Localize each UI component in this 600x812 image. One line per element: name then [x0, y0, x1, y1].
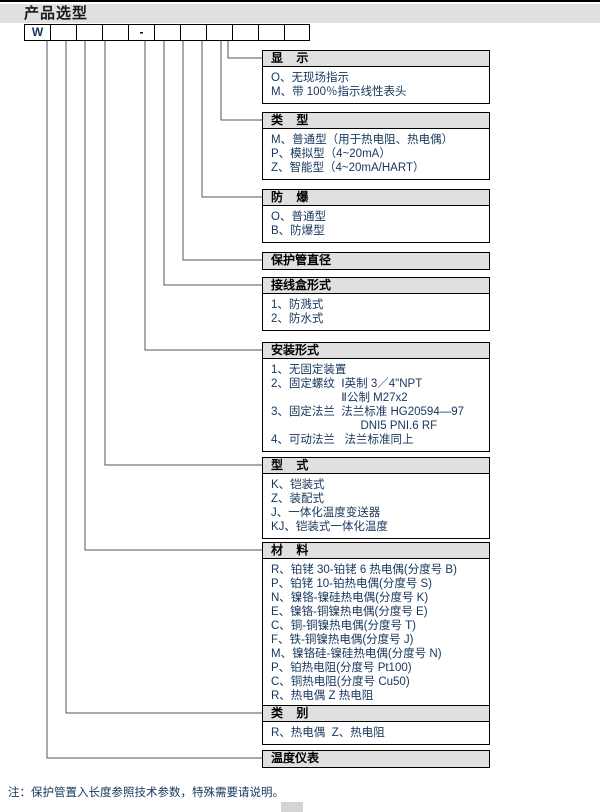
footer-note: 注：保护管置入长度参照技术参数，特殊需要请说明。	[8, 787, 284, 799]
section-instrument-header: 温度仪表	[263, 751, 489, 767]
section-mounting-body: 1、无固定装置 2、固定螺纹 Ⅰ英制 3／4"NPT Ⅱ公制 M27x2 3、固…	[263, 359, 489, 451]
page-corner-marker	[281, 802, 303, 812]
section-junction-box-header: 接线盒形式	[263, 278, 489, 294]
section-type-line-1: P、模拟型（4~20mA）	[271, 148, 391, 160]
section-category-body: R、热电偶 Z、热电阻	[263, 722, 489, 744]
section-category-header: 类 别	[263, 706, 489, 722]
section-display-body: O、无现场指示 M、带 100％指示线性表头	[263, 67, 489, 103]
section-style-line-3: KJ、铠装式一体化温度	[271, 521, 388, 533]
section-type-line-0: M、普通型（用于热电阻、热电偶）	[271, 134, 454, 146]
section-explosion-proof-line-1: B、防爆型	[271, 225, 325, 237]
section-tube-diameter-header: 保护管直径	[263, 253, 489, 269]
section-material-line-3: E、镍铬-铜镍热电偶(分度号 E)	[271, 606, 428, 618]
section-material-line-9: R、热电偶 Z 热电阻	[271, 690, 374, 702]
section-material-line-7: P、铂热电阻(分度号 Pt100)	[271, 662, 412, 674]
section-style-header: 型 式	[263, 458, 489, 474]
section-material-body: R、铂铑 30-铂铑 6 热电偶(分度号 B) P、铂铑 10-铂热电偶(分度号…	[263, 559, 489, 707]
section-mounting-line-1: 2、固定螺纹 Ⅰ英制 3／4"NPT	[271, 378, 423, 390]
section-explosion-proof: 防 爆 O、普通型 B、防爆型	[262, 189, 490, 243]
section-mounting-line-4: DNI5 PNI.6 RF	[271, 420, 438, 432]
code-cell-5[interactable]	[154, 24, 180, 41]
section-display-line-0: O、无现场指示	[271, 72, 349, 84]
code-cell-10[interactable]	[284, 24, 310, 41]
section-material-line-6: M、镍铬硅-镍硅热电偶(分度号 N)	[271, 648, 442, 660]
section-type-line-2: Z、智能型（4~20mA/HART）	[271, 162, 425, 174]
section-junction-box: 接线盒形式 1、防溅式 2、防水式	[262, 277, 490, 331]
section-material-line-0: R、铂铑 30-铂铑 6 热电偶(分度号 B)	[271, 564, 457, 576]
code-cell-4[interactable]: -	[128, 24, 154, 41]
section-type-body: M、普通型（用于热电阻、热电偶） P、模拟型（4~20mA） Z、智能型（4~2…	[263, 129, 489, 179]
code-cell-1[interactable]	[50, 24, 76, 41]
code-cell-6[interactable]	[180, 24, 206, 41]
section-mounting-line-0: 1、无固定装置	[271, 364, 347, 376]
section-explosion-proof-header: 防 爆	[263, 190, 489, 206]
model-code-row: W -	[24, 24, 310, 41]
code-cell-9[interactable]	[258, 24, 284, 41]
code-cell-2[interactable]	[76, 24, 102, 41]
section-display-header: 显 示	[263, 51, 489, 67]
section-style-body: K、铠装式 Z、装配式 J、一体化温度变送器 KJ、铠装式一体化温度	[263, 474, 489, 538]
section-mounting: 安装形式 1、无固定装置 2、固定螺纹 Ⅰ英制 3／4"NPT Ⅱ公制 M27x…	[262, 342, 490, 452]
section-mounting-line-5: 4、可动法兰 法兰标准同上	[271, 434, 414, 446]
section-mounting-header: 安装形式	[263, 343, 489, 359]
section-style-line-2: J、一体化温度变送器	[271, 507, 381, 519]
section-display: 显 示 O、无现场指示 M、带 100％指示线性表头	[262, 50, 490, 104]
section-material-line-5: F、铁-铜镍热电偶(分度号 J)	[271, 634, 414, 646]
section-category-line-0: R、热电偶 Z、热电阻	[271, 727, 385, 739]
section-material-line-4: C、铜-铜镍热电偶(分度号 T)	[271, 620, 417, 632]
section-type: 类 型 M、普通型（用于热电阻、热电偶） P、模拟型（4~20mA） Z、智能型…	[262, 112, 490, 180]
section-material-header: 材 料	[263, 543, 489, 559]
section-material: 材 料 R、铂铑 30-铂铑 6 热电偶(分度号 B) P、铂铑 10-铂热电偶…	[262, 542, 490, 708]
section-explosion-proof-body: O、普通型 B、防爆型	[263, 206, 489, 242]
section-category: 类 别 R、热电偶 Z、热电阻	[262, 705, 490, 745]
section-material-line-8: C、铜热电阻(分度号 Cu50)	[271, 676, 410, 688]
code-cell-8[interactable]	[232, 24, 258, 41]
section-junction-box-line-0: 1、防溅式	[271, 299, 324, 311]
section-mounting-line-3: 3、固定法兰 法兰标准 HG20594—97	[271, 406, 465, 418]
section-tube-diameter: 保护管直径	[262, 252, 490, 270]
section-style-line-1: Z、装配式	[271, 493, 325, 505]
section-material-line-1: P、铂铑 10-铂热电偶(分度号 S)	[271, 578, 433, 590]
code-cell-7[interactable]	[206, 24, 232, 41]
section-instrument: 温度仪表	[262, 750, 490, 768]
page-title-band: 产品选型	[0, 4, 600, 23]
section-type-header: 类 型	[263, 113, 489, 129]
section-material-line-2: N、镍铬-镍硅热电偶(分度号 K)	[271, 592, 429, 604]
top-rule	[0, 0, 600, 2]
section-junction-box-line-1: 2、防水式	[271, 313, 324, 325]
code-cell-0[interactable]: W	[24, 24, 50, 41]
code-cell-3[interactable]	[102, 24, 128, 41]
section-style: 型 式 K、铠装式 Z、装配式 J、一体化温度变送器 KJ、铠装式一体化温度	[262, 457, 490, 539]
section-display-line-1: M、带 100％指示线性表头	[271, 86, 407, 98]
section-junction-box-body: 1、防溅式 2、防水式	[263, 294, 489, 330]
section-explosion-proof-line-0: O、普通型	[271, 211, 326, 223]
section-style-line-0: K、铠装式	[271, 479, 325, 491]
section-mounting-line-2: Ⅱ公制 M27x2	[271, 392, 408, 404]
page-title: 产品选型	[24, 5, 89, 22]
